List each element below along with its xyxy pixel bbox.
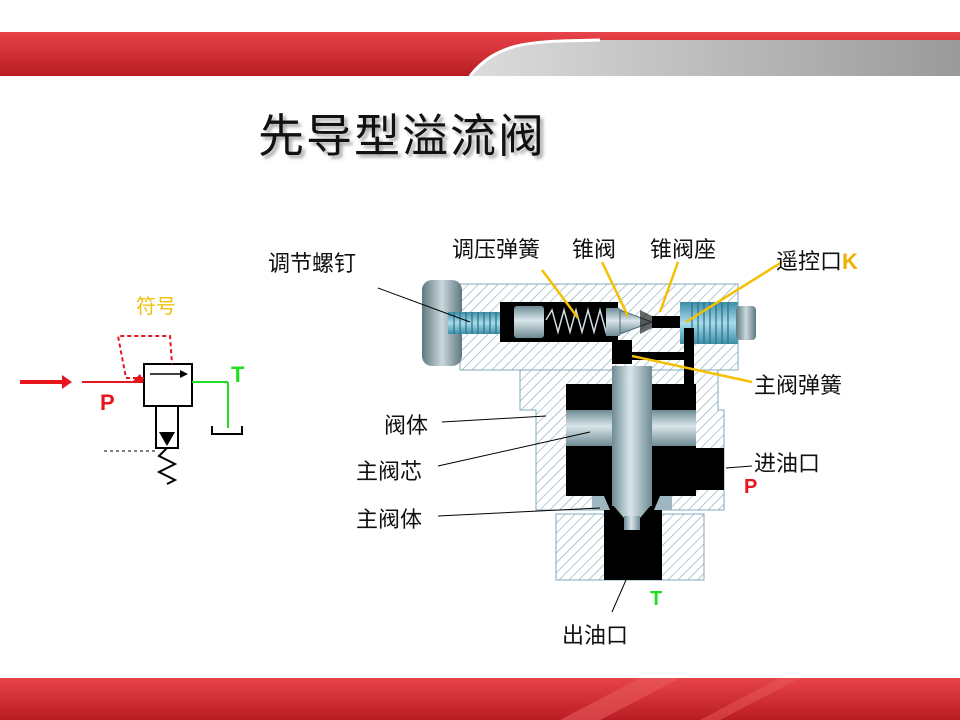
main-body bbox=[519, 346, 725, 581]
label-main-body: 主阀体 bbox=[356, 508, 423, 533]
remote-port-k: K bbox=[842, 249, 858, 274]
label-adjust-screw: 调节螺钉 bbox=[268, 252, 357, 277]
symbol-port-t: T bbox=[231, 362, 245, 387]
label-remote-port: 遥控口K bbox=[776, 244, 858, 276]
header-band bbox=[0, 32, 960, 76]
remote-port-text: 遥控口 bbox=[776, 250, 843, 275]
label-inlet: 进油口 bbox=[754, 452, 821, 477]
label-pressure-spring: 调压弹簧 bbox=[452, 238, 541, 263]
page-title: 先导型溢流阀 bbox=[258, 109, 546, 163]
label-main-spool: 主阀芯 bbox=[356, 460, 423, 485]
label-cone-seat: 锥阀座 bbox=[650, 238, 717, 263]
label-main-spring: 主阀弹簧 bbox=[754, 374, 843, 399]
symbol-port-p: P bbox=[100, 390, 115, 415]
inlet-port-p: P bbox=[744, 476, 758, 498]
label-outlet: 出油口 bbox=[562, 624, 629, 649]
label-valve-body: 阀体 bbox=[384, 414, 429, 439]
label-cone-valve: 锥阀 bbox=[572, 238, 617, 263]
footer-band bbox=[0, 678, 960, 720]
arrow-right-icon bbox=[62, 375, 72, 389]
hydraulic-symbol bbox=[20, 335, 243, 485]
adjust-knob bbox=[422, 280, 462, 366]
symbol-title: 符号 bbox=[136, 294, 176, 318]
outlet-port-t: T bbox=[650, 588, 663, 610]
leader-lines bbox=[377, 260, 783, 613]
